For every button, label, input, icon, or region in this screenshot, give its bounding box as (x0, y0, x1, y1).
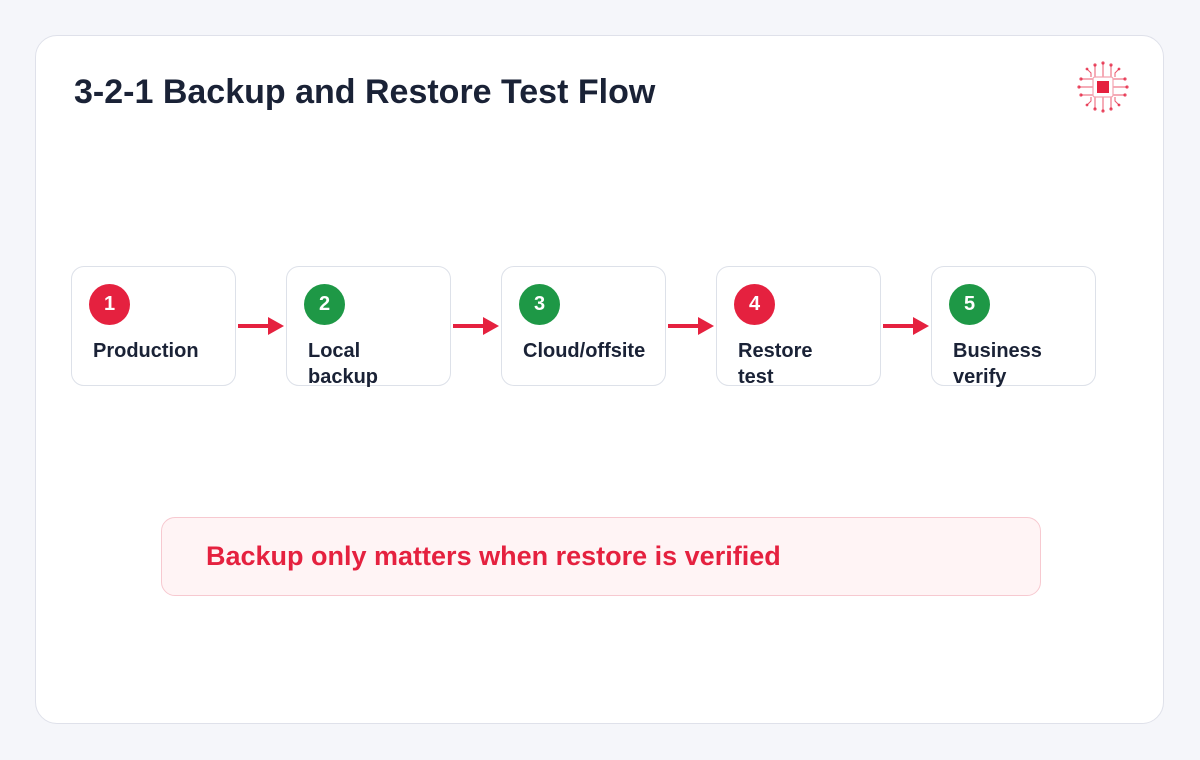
step-restore-test: 4 Restore test (716, 266, 881, 388)
callout-note: Backup only matters when restore is veri… (161, 517, 1041, 596)
step-business-verify: 5 Business verify (931, 266, 1096, 388)
step-label: Cloud/offsite (523, 340, 646, 362)
step-label: Local backup (308, 340, 379, 388)
step-number-badge: 4 (734, 284, 775, 325)
step-label: Business verify (953, 340, 1042, 388)
step-production: 1 Production (71, 266, 236, 386)
step-local-backup: 2 Local backup (286, 266, 451, 388)
step-label: Restore test (738, 340, 813, 388)
step-cloud-offsite: 3 Cloud/offsite (501, 266, 666, 386)
step-number-badge: 5 (949, 284, 990, 325)
slide-card: 3-2-1 Backup and Restore Test Flow (35, 35, 1164, 724)
step-label: Production (93, 340, 199, 362)
step-number-badge: 1 (89, 284, 130, 325)
arrow-right-icon (883, 317, 929, 335)
arrow-right-icon (668, 317, 714, 335)
callout-text: Backup only matters when restore is veri… (206, 541, 781, 571)
arrow-right-icon (238, 317, 284, 335)
arrow-right-icon (453, 317, 499, 335)
page-title: 3-2-1 Backup and Restore Test Flow (74, 73, 656, 111)
step-number-badge: 2 (304, 284, 345, 325)
chip-logo-icon (1077, 61, 1129, 113)
step-number-badge: 3 (519, 284, 560, 325)
